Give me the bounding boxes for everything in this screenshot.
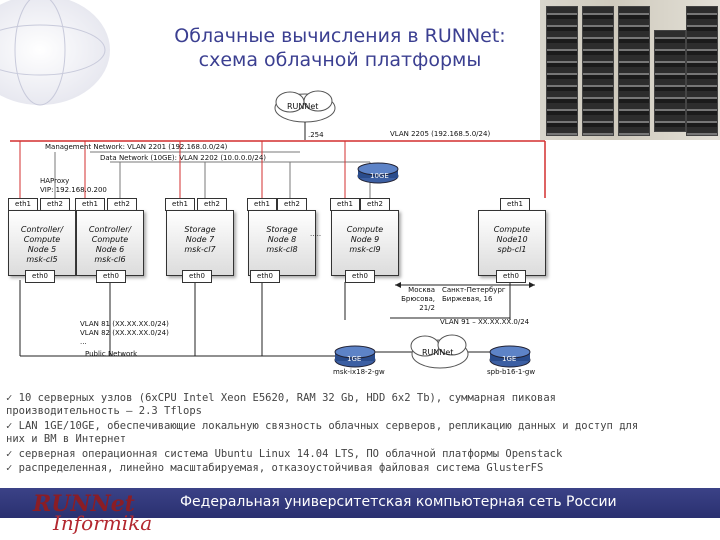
node-msk-cl8: Storage Node 8 msk-cl8 [248,210,316,276]
vlan-more: ... [80,338,87,346]
bullet-2-cont: них и ВМ в Интернет [6,433,127,445]
nodes-ellipsis: ..... [310,230,322,238]
server-rack-photo [540,0,720,140]
logo-main: RUNNet [33,491,135,517]
vip-label: VIP: 192.168.0.200 [40,186,107,194]
switch-spb-label: 1GE [502,355,517,363]
node-msk-cl7: Storage Node 7 msk-cl7 [166,210,234,276]
logo-sub: Informika [53,511,153,535]
bullet-1-cont: производительность – 2.3 Tflops [6,405,202,417]
vlan81-label: VLAN 81 (XX.XX.XX.0/24) [80,320,169,328]
gateway-address: .254 [308,131,324,139]
node5-eth0: eth0 [25,270,55,283]
node8-eth0: eth0 [250,270,280,283]
node-msk-cl6: Controller/ Compute Node 6 msk-cl6 [76,210,144,276]
public-network-label: Public Network [85,350,138,358]
bullet-1: ✓ 10 серверных узлов (6xCPU Intel Xeon E… [6,392,556,404]
footer-bar [0,488,720,518]
spb-location: Санкт-Петербург Биржевая, 16 [442,286,506,303]
bullet-4: ✓ распределенная, линейно масштабируемая… [6,462,544,474]
globe-decoration [0,0,110,106]
data-network-label: Data Network (10GE): VLAN 2202 (10.0.0.0… [100,154,267,162]
switch-10ge-label: 10GE [370,172,389,180]
switch-spb-icon [489,345,531,368]
vlan2205-label: VLAN 2205 (192.168.5.0/24) [390,130,491,138]
runnet-logo: RUNNet Informika [25,487,152,537]
node-msk-cl9: Compute Node 9 msk-cl9 [331,210,399,276]
node7-eth0: eth0 [182,270,212,283]
switch-msk-icon [334,345,376,368]
vlan91-label: VLAN 91 – XX.XX.XX.0/24 [440,318,530,326]
management-network-label: Management Network: VLAN 2201 (192.168.0… [45,143,228,151]
node6-eth0: eth0 [96,270,126,283]
cloud-mid-icon [410,334,469,369]
cloud-mid-label: RUNNet [422,348,454,357]
switch-spb-name: spb-b16-1-gw [487,368,536,376]
node9-eth0: eth0 [345,270,375,283]
moscow-location: Москва Брюсова, 21/2 [401,286,435,312]
page-title: Облачные вычисления в RUNNet: схема обла… [174,25,506,71]
network-diagram-lines [10,90,546,369]
cloud-top-icon [274,90,336,123]
bullet-2: ✓ LAN 1GE/10GE, обеспечивающие локальную… [6,420,639,432]
node-spb-cl1: Compute Node10 spb-cl1 [478,210,546,276]
haproxy-label: HAProxy [40,177,70,185]
footer-text: Федеральная университетская компьютерная… [180,494,617,510]
node10-eth0: eth0 [496,270,526,283]
cloud-top-label: RUNNet [287,102,319,111]
switch-msk-label: 1GE [347,355,362,363]
switch-msk-name: msk-ix18-2-gw [333,368,385,376]
vlan82-label: VLAN 82 (XX.XX.XX.0/24) [80,329,169,337]
bullet-3: ✓ серверная операционная система Ubuntu … [6,448,563,460]
node-msk-cl5: Controller/ Compute Node 5 msk-cl5 [8,210,76,276]
switch-10ge-icon [357,162,399,184]
